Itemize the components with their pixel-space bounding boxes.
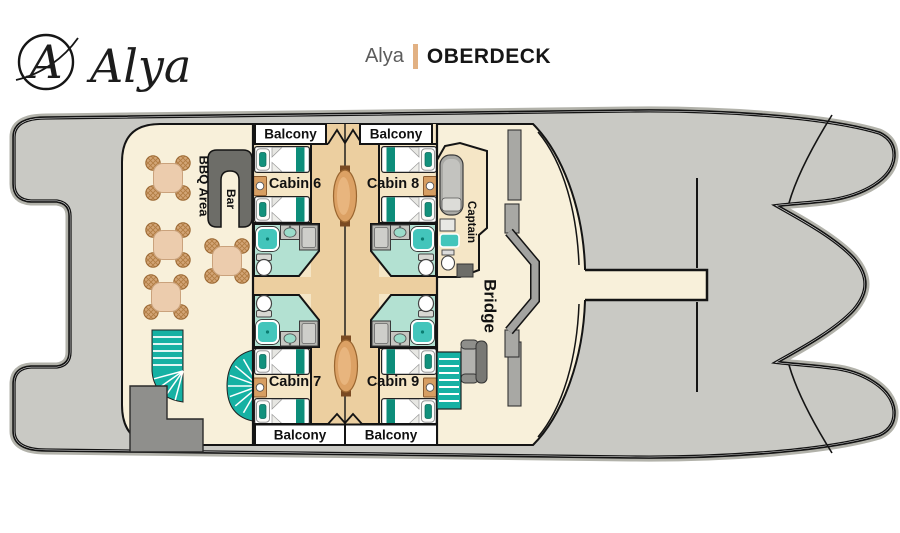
bridge-pillar-top xyxy=(507,129,522,201)
bow-hull-curves xyxy=(788,114,833,454)
captain-shower xyxy=(439,233,460,248)
bridge-staircase xyxy=(436,351,462,410)
balcony-label: Balcony xyxy=(264,127,317,142)
console-block-bottom xyxy=(504,329,520,358)
captain-toilet xyxy=(440,255,456,271)
bar-label: Bar xyxy=(224,189,238,209)
logo-wordmark: Alya xyxy=(86,39,191,93)
captain-pillow xyxy=(441,197,462,212)
cabin7-label: Cabin 7 xyxy=(269,374,321,390)
nightstand xyxy=(253,176,267,196)
cabin9-label: Cabin 9 xyxy=(367,374,419,390)
cabin6-label: Cabin 6 xyxy=(269,176,321,192)
corridor-door-zigzag xyxy=(327,128,363,425)
console-block-top xyxy=(504,203,520,234)
balcony-label: Balcony xyxy=(370,127,423,142)
captain-step xyxy=(456,263,474,278)
bbq-area: BBQ Area Bar xyxy=(129,149,260,453)
windshield-curve xyxy=(537,131,580,438)
bridge-armchair xyxy=(460,339,488,384)
staircase-spiral xyxy=(226,348,260,423)
cabin8-label: Cabin 8 xyxy=(367,176,419,192)
logo-flourish-icon xyxy=(15,37,79,81)
balcony-label: Balcony xyxy=(274,428,327,443)
bed xyxy=(254,196,310,223)
captain-toilet-tank xyxy=(441,249,455,256)
nightstand xyxy=(423,176,437,196)
bow-walkway xyxy=(580,270,707,300)
bed xyxy=(381,398,437,425)
bed xyxy=(381,196,437,223)
bed xyxy=(381,146,437,173)
bed xyxy=(254,348,310,375)
captain-sink xyxy=(439,218,456,232)
brand-logo: A Alya xyxy=(15,33,191,93)
captain-bed-cover xyxy=(443,159,460,205)
balcony-cabin8 xyxy=(359,123,433,145)
title-ship-name: Alya xyxy=(364,45,404,67)
nightstand xyxy=(253,377,267,398)
bed xyxy=(254,146,310,173)
logo-circle-icon xyxy=(17,33,75,91)
title-deck-name: OBERDECK xyxy=(426,44,552,68)
cabin-block: Balcony Balcony Balcony Balcony Cabin 6 … xyxy=(251,123,439,446)
stern-steps xyxy=(129,385,204,453)
page-title: Alya OBERDECK xyxy=(8,44,900,69)
nightstand xyxy=(423,377,437,398)
captain-cabin: Captain xyxy=(436,141,488,278)
bed xyxy=(254,398,310,425)
bed xyxy=(381,348,437,375)
bridge-area: Bridge xyxy=(436,129,580,438)
balcony-label: Balcony xyxy=(365,428,418,443)
title-separator xyxy=(412,44,418,69)
helm-console xyxy=(506,229,539,334)
balcony-cabin6 xyxy=(254,123,327,145)
balcony-cabin9 xyxy=(344,423,438,446)
bow-walkway-border xyxy=(585,268,709,302)
bridge-label: Bridge xyxy=(481,279,500,333)
captain-label: Captain xyxy=(465,201,477,243)
logo-monogram: A xyxy=(25,35,62,89)
